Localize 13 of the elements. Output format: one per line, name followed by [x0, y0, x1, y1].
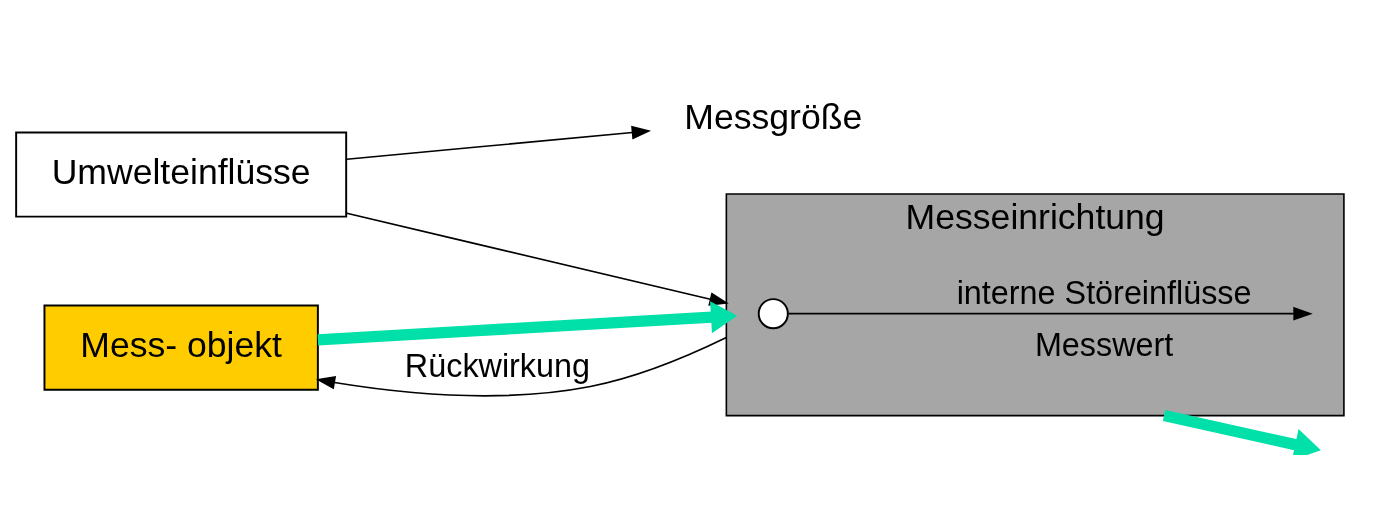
arrow — [346, 212, 729, 306]
node-text: Messgröße — [684, 96, 863, 137]
node-box: Mess- objekt — [43, 304, 319, 391]
edge-label: interne Störeinflüsse — [956, 274, 1252, 311]
edge-label: Messwert — [1034, 326, 1174, 363]
node-box: Umwelteinflüsse — [15, 131, 348, 218]
edge-label: Rückwirkung — [404, 347, 591, 384]
arrow — [317, 300, 738, 345]
arrow — [315, 336, 728, 397]
node-circle — [757, 297, 789, 329]
arrow — [787, 306, 1313, 320]
arrow — [1162, 409, 1321, 455]
arrow — [346, 125, 652, 160]
